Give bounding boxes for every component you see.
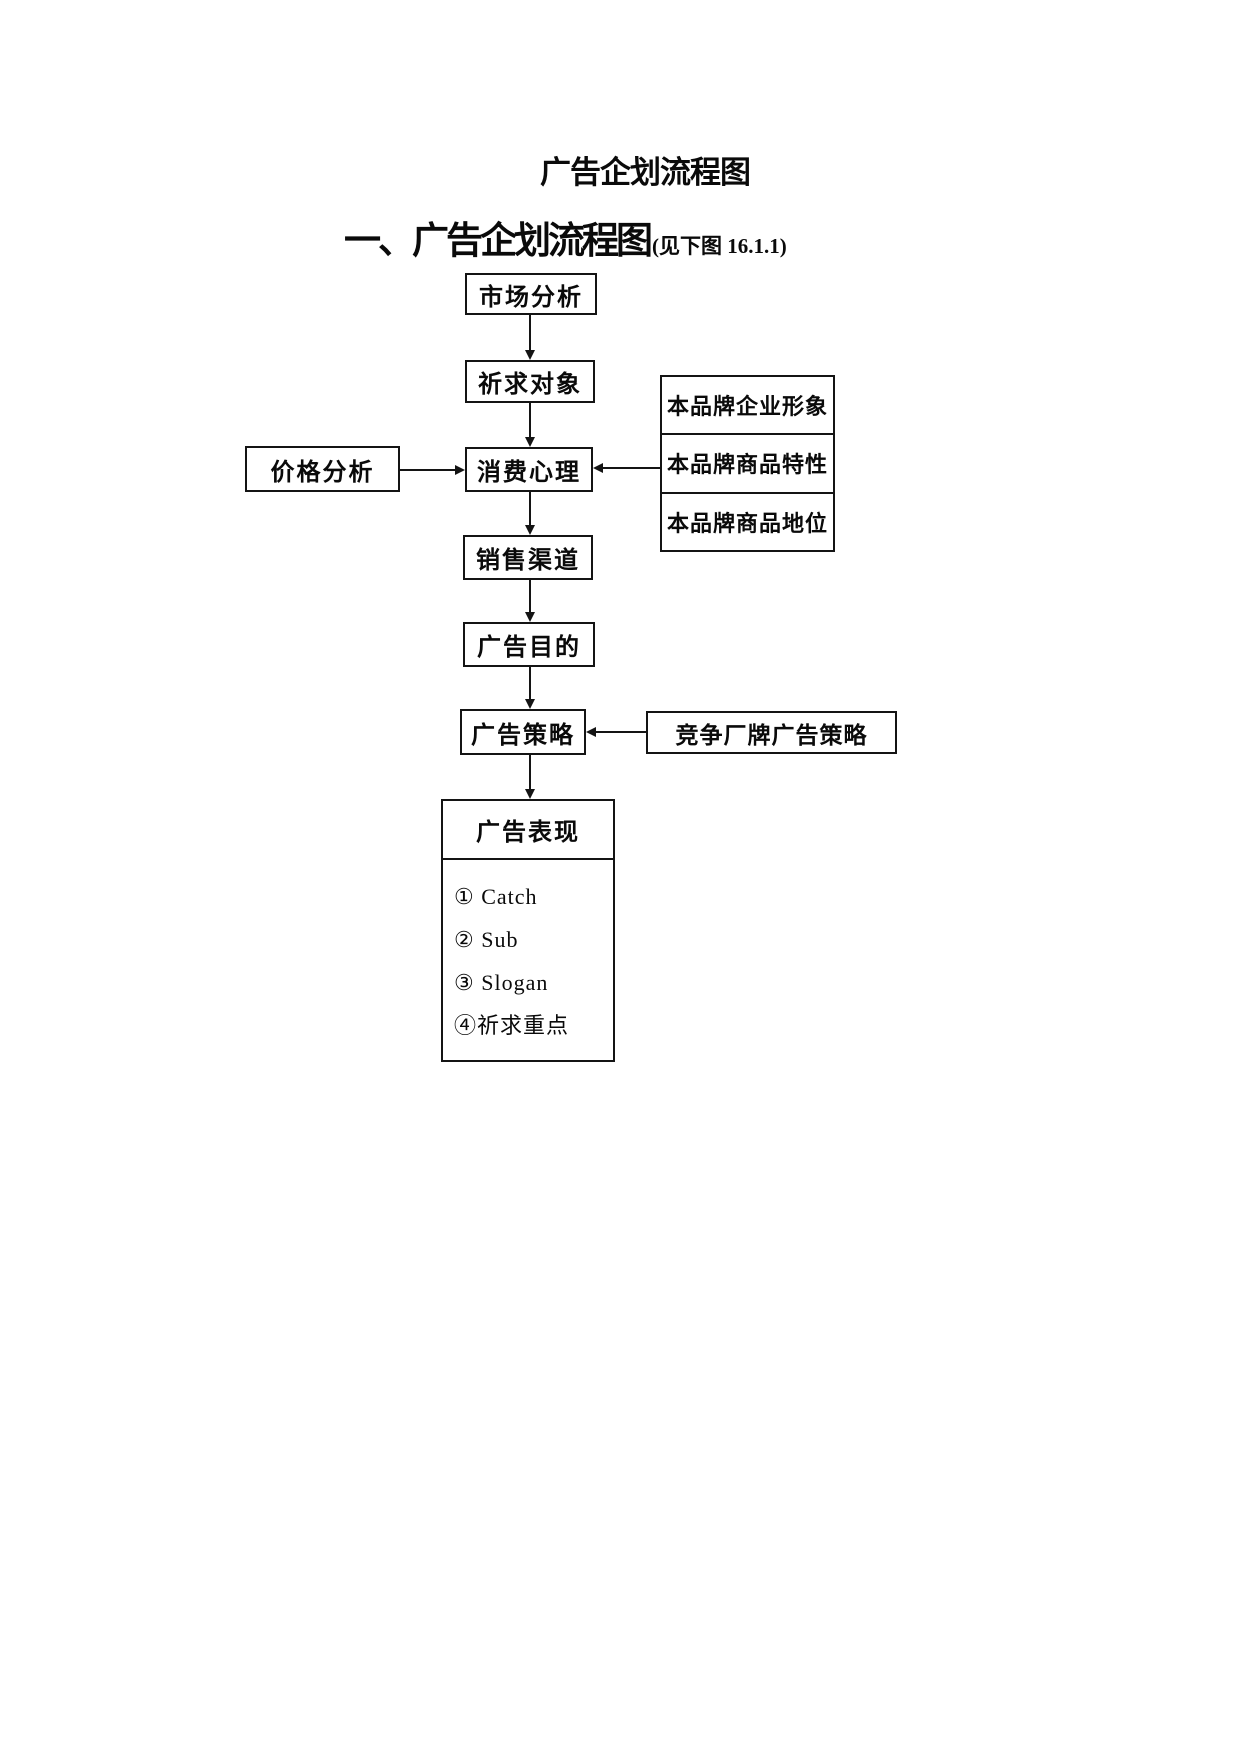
arrow-price-to-psychology [400,465,465,475]
arrow-sales-to-objective [525,580,535,622]
ad-expression-item-sub: ② Sub [454,927,519,952]
section-heading: 一、广告企划流程图(见下图 16.1.1) [344,210,787,264]
section-heading-reference: (见下图 16.1.1) [652,234,787,258]
ad-expression-item-appeal-point: ④祈求重点 [454,1013,570,1038]
node-sales-channel: 销售渠道 [463,535,593,580]
node-appeal-target: 祈求对象 [465,360,595,403]
node-ad-expression: 广告表现 ① Catch ② Sub ③ Slogan ④祈求重点 [441,799,615,1062]
node-consumer-psychology: 消费心理 [465,447,593,492]
node-brand-factors-stack: 本品牌企业形象 本品牌商品特性 本品牌商品地位 [660,375,835,552]
arrow-market-to-appeal [525,315,535,360]
node-brand-product-features: 本品牌商品特性 [662,433,833,491]
ad-expression-title: 广告表现 [443,801,613,860]
ad-expression-item-catch: ① Catch [454,884,538,909]
node-ad-strategy: 广告策略 [460,709,586,755]
arrow-competitor-to-strategy [586,727,646,737]
node-ad-objective: 广告目的 [463,622,595,667]
arrow-objective-to-strategy [525,667,535,709]
arrow-strategy-to-expression [525,755,535,799]
page-title: 广告企划流程图 [540,155,751,191]
ad-expression-item-slogan: ③ Slogan [454,970,549,995]
section-heading-text: 一、广告企划流程图 [344,221,653,262]
node-brand-product-position: 本品牌商品地位 [662,491,833,550]
arrow-psychology-to-sales [525,492,535,535]
node-brand-corporate-image: 本品牌企业形象 [666,394,828,420]
arrow-brand-to-psychology [593,463,660,473]
node-competitor-strategy: 竞争厂牌广告策略 [646,711,897,754]
arrow-appeal-to-psychology [525,403,535,447]
ad-expression-items: ① Catch ② Sub ③ Slogan ④祈求重点 [443,860,613,1060]
node-market-analysis: 市场分析 [465,273,597,315]
node-price-analysis: 价格分析 [245,446,400,492]
